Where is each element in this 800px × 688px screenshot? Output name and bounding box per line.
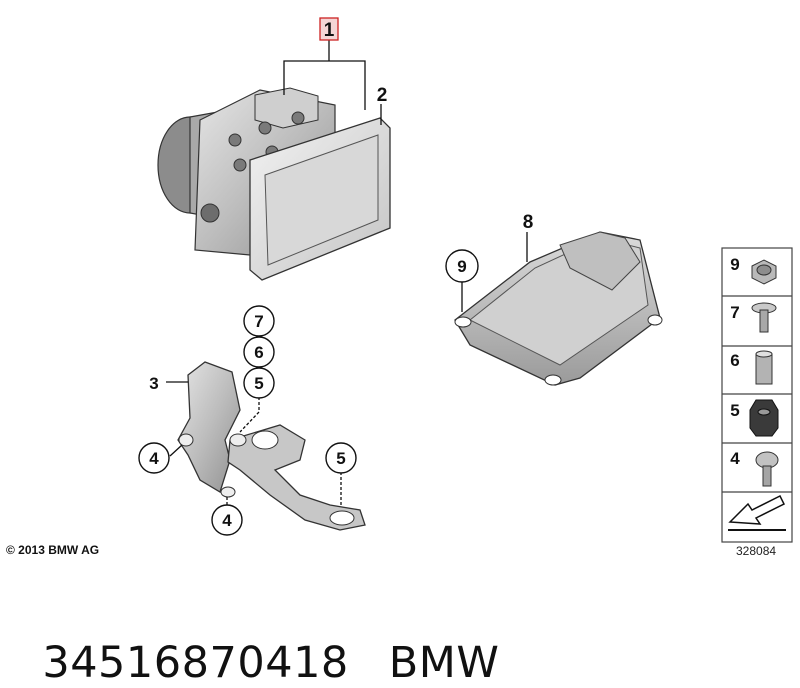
washer-bolt-icon: [751, 302, 777, 333]
callout-5b: 5: [336, 449, 345, 468]
legend-label-5: 5: [730, 401, 739, 420]
part-caption: 34516870418 BMW: [14, 588, 499, 688]
callout-6-circle: [243, 336, 275, 368]
brand-name: BMW: [388, 638, 500, 688]
parts-diagram: 1 2 8 9 3 7 6 5 4 5 4: [6, 17, 793, 558]
small-parts-legend: 9 7 6 5 4: [721, 247, 793, 543]
callout-3: 3: [149, 374, 158, 393]
orientation-arrow-icon: [728, 494, 786, 531]
callout-2: 2: [377, 85, 388, 106]
sleeve-icon: [755, 350, 773, 385]
callout-4b: 4: [222, 511, 232, 530]
callout-7-circle: [243, 305, 275, 337]
legend-label-4: 4: [730, 449, 740, 468]
nut-icon: [751, 259, 777, 285]
callout-5b-circle: [325, 442, 357, 474]
callout-4a-circle: [138, 442, 170, 474]
mounting-bracket: [166, 361, 366, 531]
abs-hydraulic-unit: [157, 40, 391, 281]
callout-1-box: [319, 17, 339, 41]
control-unit-cover: [454, 231, 663, 386]
callout-8: 8: [523, 212, 534, 233]
callout-4b-circle: [211, 504, 243, 536]
callout-6: 6: [254, 343, 263, 362]
callout-7: 7: [254, 312, 263, 331]
diagram-number: 328084: [736, 544, 776, 558]
callout-5a: 5: [254, 374, 263, 393]
legend-label-7: 7: [730, 303, 739, 322]
callout-1: 1: [324, 20, 335, 41]
part-number: 34516870418: [42, 638, 349, 688]
legend-label-6: 6: [730, 351, 739, 370]
callout-9: 9: [457, 257, 466, 276]
bolt-icon: [755, 451, 779, 487]
callout-4a: 4: [149, 449, 159, 468]
rubber-mount-icon: [749, 399, 779, 437]
legend-label-9: 9: [730, 255, 739, 274]
copyright-text: © 2013 BMW AG: [6, 543, 99, 557]
callout-9-circle: [445, 249, 479, 283]
callout-5a-circle: [243, 367, 275, 399]
